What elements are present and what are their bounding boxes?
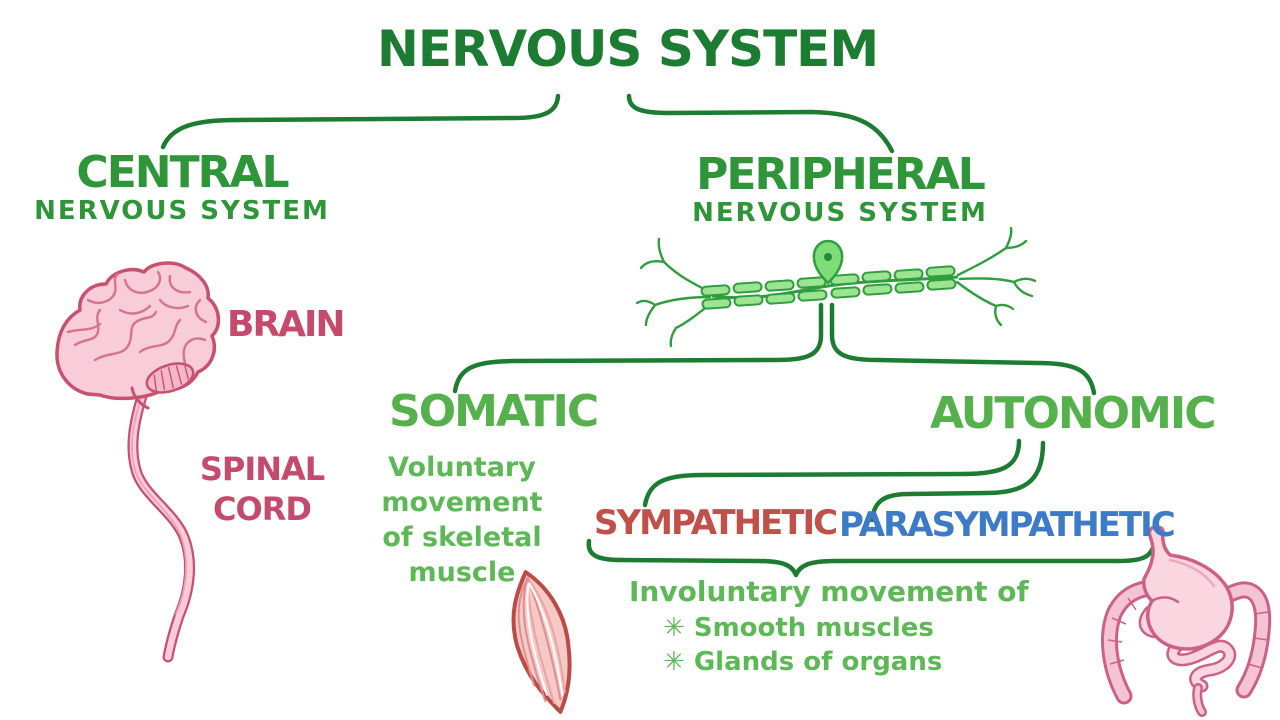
autonomic-bullet-glands: ✳ Glands of organs: [663, 647, 943, 677]
brain-label: BRAIN: [227, 304, 346, 345]
autonomic-title: AUTONOMIC: [930, 388, 1217, 439]
spinal-cord-label: SPINAL CORD: [199, 450, 325, 528]
skeletal-muscle-icon: [511, 570, 572, 714]
peripheral-ns-title: PERIPHERAL: [696, 149, 986, 200]
peripheral-ns-subtitle: NERVOUS SYSTEM: [692, 198, 988, 228]
somatic-description: Voluntary movement of skeletal muscle: [381, 452, 543, 589]
page-title: NERVOUS SYSTEM: [377, 20, 879, 78]
brain-and-spinal-cord-icon: [55, 261, 221, 663]
somatic-title: SOMATIC: [389, 386, 599, 437]
sympathetic-label: SYMPATHETIC: [594, 503, 838, 543]
connector-lines: [160, 93, 1157, 578]
central-ns-title: CENTRAL: [76, 147, 289, 198]
parasympathetic-label: PARASYMPATHETIC: [839, 505, 1176, 545]
autonomic-description: Involuntary movement of: [629, 575, 1029, 608]
stomach-and-intestines-icon: [1101, 525, 1272, 717]
autonomic-bullet-smooth-muscles: ✳ Smooth muscles: [663, 613, 934, 643]
central-ns-subtitle: NERVOUS SYSTEM: [34, 196, 330, 226]
neuron-icon: [635, 226, 1037, 348]
